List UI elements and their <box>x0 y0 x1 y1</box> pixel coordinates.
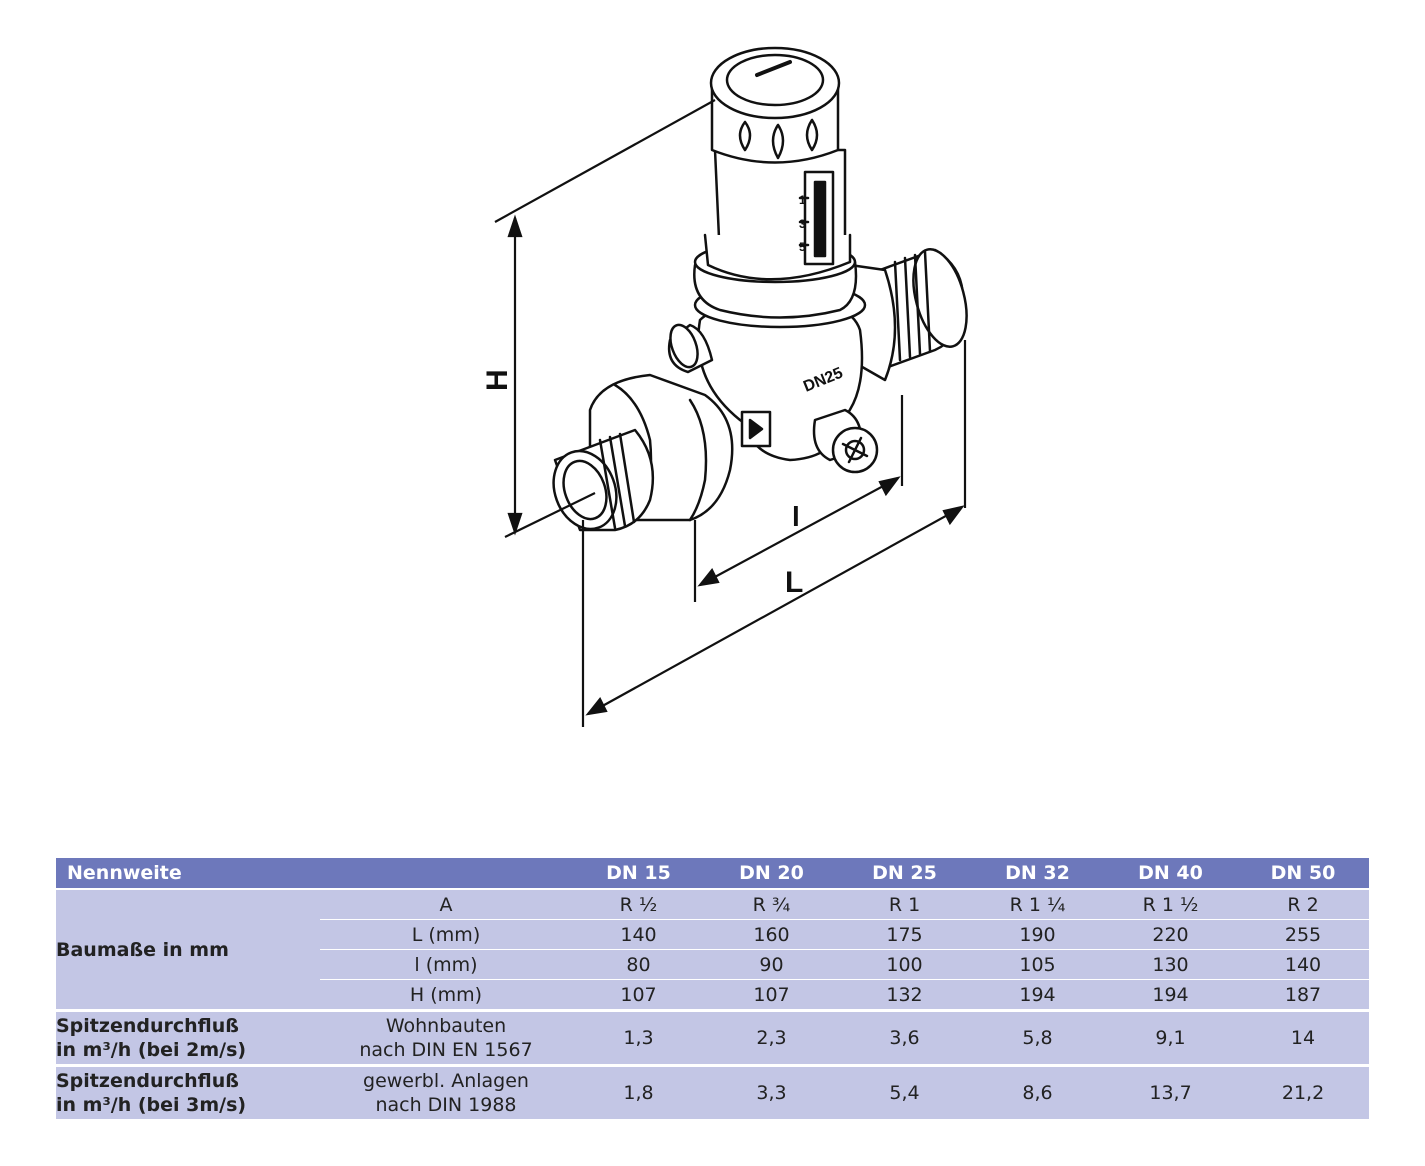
value-cell: 190 <box>971 919 1105 949</box>
value-cell: 194 <box>971 979 1105 1009</box>
value-cell: 80 <box>572 949 706 979</box>
table-header-row: Nennweite DN 15 DN 20 DN 25 DN 32 DN 40 … <box>56 858 1370 888</box>
dimension-H <box>494 99 716 538</box>
value-cell: 1,3 <box>572 1009 706 1064</box>
dimension-l <box>693 395 904 602</box>
flow-3ms-label: Spitzendurchfluß in m³/h (bei 3m/s) <box>56 1064 320 1119</box>
table-row: H (mm) 107 107 132 194 194 187 <box>56 979 1370 1009</box>
value-cell: 255 <box>1237 919 1370 949</box>
header-size: DN 25 <box>838 858 972 888</box>
scale-mark-5: 5 <box>799 240 806 254</box>
value-cell: 13,7 <box>1104 1064 1238 1119</box>
flow-3ms-label-line1: Spitzendurchfluß <box>56 1070 239 1092</box>
value-cell: 90 <box>705 949 839 979</box>
flow-2ms-label: Spitzendurchfluß in m³/h (bei 2m/s) <box>56 1009 320 1064</box>
value-cell: 220 <box>1104 919 1238 949</box>
value-cell: 3,6 <box>838 1009 972 1064</box>
table-row: Spitzendurchfluß in m³/h (bei 3m/s) gewe… <box>56 1064 1370 1119</box>
value-cell: 194 <box>1104 979 1238 1009</box>
spec-table: Nennweite DN 15 DN 20 DN 25 DN 32 DN 40 … <box>56 858 1370 1119</box>
dim-L-label: L <box>785 566 803 599</box>
flow-arrow-icon <box>748 418 764 440</box>
value-cell: 9,1 <box>1104 1009 1238 1064</box>
value-cell: 2,3 <box>705 1009 839 1064</box>
dimensions-label: Baumaße in mm <box>56 888 320 1009</box>
value-cell: 105 <box>971 949 1105 979</box>
value-cell: 132 <box>838 979 972 1009</box>
value-cell: R ¾ <box>705 888 839 919</box>
value-cell: 5,4 <box>838 1064 972 1119</box>
dim-H-label: H <box>481 369 514 391</box>
scale-mark-3: 3 <box>799 217 806 231</box>
value-cell: 175 <box>838 919 972 949</box>
left-thread <box>552 428 655 532</box>
value-cell: 21,2 <box>1237 1064 1370 1119</box>
header-size: DN 32 <box>971 858 1105 888</box>
table-row: Baumaße in mm A R ½ R ¾ R 1 R 1 ¼ R 1 ½ … <box>56 888 1370 1009</box>
table-row: L (mm) 140 160 175 190 220 255 <box>56 919 1370 949</box>
value-cell: 3,3 <box>705 1064 839 1119</box>
header-size: DN 50 <box>1237 858 1370 888</box>
flow-2ms-sub: Wohnbauten nach DIN EN 1567 <box>320 1009 573 1064</box>
side-plug-left <box>667 323 714 374</box>
param-cell: l (mm) <box>320 949 573 979</box>
value-cell: 8,6 <box>971 1064 1105 1119</box>
flow-3ms-sub-line2: nach DIN 1988 <box>375 1094 517 1116</box>
header-label: Nennweite <box>56 858 573 888</box>
value-cell: 1,8 <box>572 1064 706 1119</box>
header-size: DN 15 <box>572 858 706 888</box>
handwheel-knob <box>709 46 841 164</box>
flow-2ms-sub-line2: nach DIN EN 1567 <box>359 1039 533 1061</box>
scale-mark-1: 1 <box>799 193 806 207</box>
value-cell: 107 <box>572 979 706 1009</box>
value-cell: R ½ <box>572 888 706 919</box>
value-cell: R 1 ¼ <box>971 888 1105 919</box>
value-cell: 140 <box>1237 949 1370 979</box>
value-cell: 5,8 <box>971 1009 1105 1064</box>
value-cell: R 2 <box>1237 888 1370 919</box>
value-cell: 100 <box>838 949 972 979</box>
value-cell: R 1 ½ <box>1104 888 1238 919</box>
value-cell: R 1 <box>838 888 972 919</box>
side-plug-front <box>812 408 879 474</box>
flow-3ms-sub: gewerbl. Anlagen nach DIN 1988 <box>320 1064 573 1119</box>
param-cell: L (mm) <box>320 919 573 949</box>
flow-3ms-label-line2: in m³/h (bei 3m/s) <box>56 1094 247 1116</box>
flow-3ms-sub-line1: gewerbl. Anlagen <box>363 1070 529 1092</box>
flow-2ms-label-line2: in m³/h (bei 2m/s) <box>56 1039 247 1061</box>
param-cell: H (mm) <box>320 979 573 1009</box>
flow-2ms-label-line1: Spitzendurchfluß <box>56 1015 239 1037</box>
dim-l-label: l <box>792 501 800 532</box>
flow-2ms-sub-line1: Wohnbauten <box>385 1015 507 1037</box>
header-size: DN 40 <box>1104 858 1238 888</box>
param-cell: A <box>320 888 573 919</box>
value-cell: 130 <box>1104 949 1238 979</box>
value-cell: 14 <box>1237 1009 1370 1064</box>
bonnet-housing <box>703 148 852 281</box>
valve-technical-drawing: H l L DN25 1 3 5 <box>481 46 968 727</box>
value-cell: 107 <box>705 979 839 1009</box>
value-cell: 140 <box>572 919 706 949</box>
header-size: DN 20 <box>705 858 839 888</box>
dimension-L <box>581 340 967 727</box>
value-cell: 187 <box>1237 979 1370 1009</box>
table-row: l (mm) 80 90 100 105 130 140 <box>56 949 1370 979</box>
table-row: Spitzendurchfluß in m³/h (bei 2m/s) Wohn… <box>56 1009 1370 1064</box>
value-cell: 160 <box>705 919 839 949</box>
